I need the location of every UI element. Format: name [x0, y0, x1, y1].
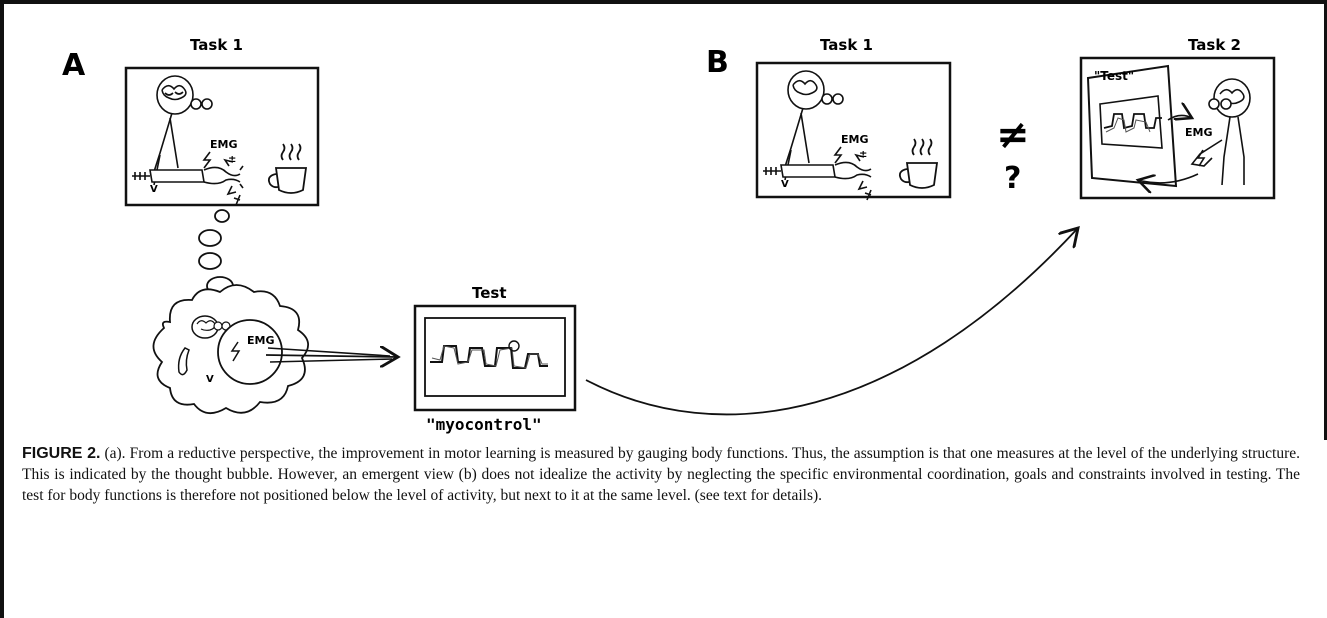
panel-a-bubble-v-label: V — [206, 374, 214, 385]
panel-b-task2-scene — [1086, 64, 1251, 186]
panel-a-bubble-emg-label: EMG — [247, 334, 275, 347]
figure-caption: FIGURE 2. (a). From a reductive perspect… — [22, 443, 1300, 506]
panel-b-task1-title: Task 1 — [820, 36, 873, 54]
panel-a-emg-label: EMG — [210, 138, 238, 151]
panel-a-thought-chain — [198, 209, 234, 296]
panel-b-not-equal-symbol: ≠ — [996, 112, 1030, 158]
panel-b-task2-title: Task 2 — [1188, 36, 1241, 54]
panel-a-thought-cloud — [152, 284, 398, 414]
panel-b-person-drawing — [763, 70, 872, 201]
figure-frame-top — [0, 0, 1327, 4]
panel-a-person-drawing — [132, 75, 244, 206]
panel-b-pm-label: ± — [859, 149, 867, 160]
panel-a-task1-title: Task 1 — [190, 36, 243, 54]
panel-b-question-symbol: ? — [1004, 161, 1021, 196]
panel-a-to-b-arrow — [585, 228, 1078, 416]
panel-b-emg2-label: EMG — [1185, 126, 1213, 139]
panel-a-test-title: Test — [472, 284, 507, 302]
figure-frame-left — [0, 0, 4, 618]
panel-a-letter: A — [62, 48, 86, 83]
panel-a-test-monitor — [413, 304, 577, 412]
panel-b-emg-label: EMG — [841, 133, 869, 146]
panel-a-test-caption: "myocontrol" — [426, 415, 542, 434]
panel-a-coffee-cup-icon — [267, 143, 308, 194]
figure-caption-text: (a). From a reductive perspective, the i… — [22, 445, 1300, 504]
figure-caption-label: FIGURE 2. — [22, 445, 101, 462]
panel-b-screen-label: "Test" — [1094, 69, 1134, 83]
panel-a-pm-label: ± — [228, 154, 236, 165]
figure-illustration: A Task 1 EMG ± V — [62, 36, 1276, 434]
figure-frame-right — [1324, 0, 1327, 440]
panel-b-coffee-cup-icon — [898, 138, 939, 189]
panel-b-letter: B — [706, 45, 729, 80]
panel-a-v-label: V — [150, 184, 158, 195]
panel-b-v-label: V — [781, 179, 789, 190]
